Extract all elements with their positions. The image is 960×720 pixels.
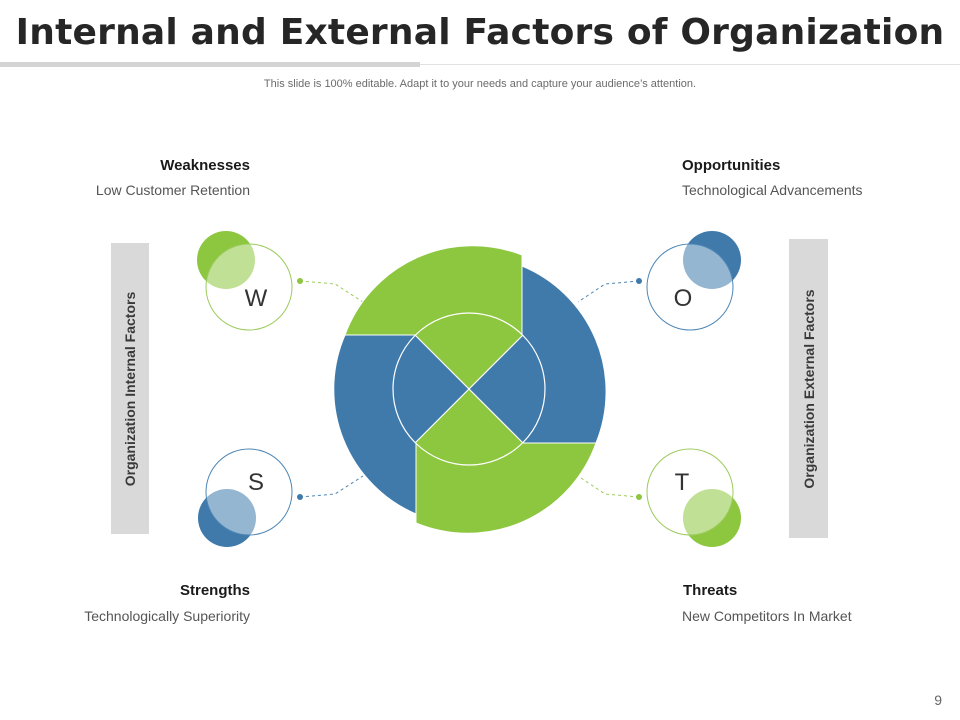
connector-dot-strengths xyxy=(297,494,303,500)
opportunities-heading: Opportunities xyxy=(682,157,781,174)
connector-dot-weaknesses xyxy=(297,278,303,284)
threats-text: New Competitors In Market xyxy=(682,608,852,624)
strengths-text: Technologically Superiority xyxy=(84,608,250,624)
external-factors-box: Organization External Factors xyxy=(789,239,828,538)
threats-letter: T xyxy=(675,469,690,496)
title-underline-light xyxy=(420,64,960,65)
outer-segment-weaknesses xyxy=(344,245,523,336)
page-subtitle: This slide is 100% editable. Adapt it to… xyxy=(263,78,697,90)
threats-letter-circle xyxy=(646,448,734,536)
weaknesses-letter-circle xyxy=(205,243,293,331)
inner-dividers xyxy=(414,334,524,444)
inner-quadrant-left xyxy=(392,335,469,443)
page-title: Internal and External Factors of Organiz… xyxy=(15,12,945,53)
strengths-letter-circle xyxy=(205,448,293,536)
opportunities-letter: O xyxy=(674,285,693,312)
connector-weaknesses xyxy=(299,280,364,303)
strengths-accent-circle xyxy=(198,489,256,547)
strengths-heading: Strengths xyxy=(179,582,250,599)
connector-dot-threats xyxy=(636,494,642,500)
strengths-badge: S xyxy=(198,448,293,547)
inner-quadrant-bottom xyxy=(415,389,523,466)
inner-circle-outline xyxy=(392,312,546,466)
outer-segment-threats xyxy=(415,442,597,534)
weaknesses-letter: W xyxy=(245,285,268,312)
opportunities-text: Technological Advancements xyxy=(682,182,863,198)
opportunities-letter-circle xyxy=(646,243,734,331)
threats-heading: Threats xyxy=(683,582,738,599)
connector-dot-opportunities xyxy=(636,278,642,284)
inner-quadrant-right xyxy=(469,335,546,443)
threats-badge: T xyxy=(646,448,741,547)
page-number: 9 xyxy=(934,692,942,708)
inner-quadrant-top xyxy=(415,312,523,389)
connector-strengths xyxy=(299,475,364,498)
weaknesses-heading: Weaknesses xyxy=(160,157,250,174)
strengths-letter: S xyxy=(248,469,264,496)
title-underline-dark xyxy=(0,62,420,67)
connector-opportunities xyxy=(577,280,640,303)
threats-accent-circle xyxy=(683,489,741,547)
opportunities-badge: O xyxy=(646,231,741,331)
weaknesses-text: Low Customer Retention xyxy=(95,182,250,198)
internal-factors-box: Organization Internal Factors xyxy=(111,243,149,534)
weaknesses-accent-circle xyxy=(197,231,255,289)
connector-threats xyxy=(577,475,640,498)
weaknesses-badge: W xyxy=(197,231,293,331)
opportunities-accent-circle xyxy=(683,231,741,289)
